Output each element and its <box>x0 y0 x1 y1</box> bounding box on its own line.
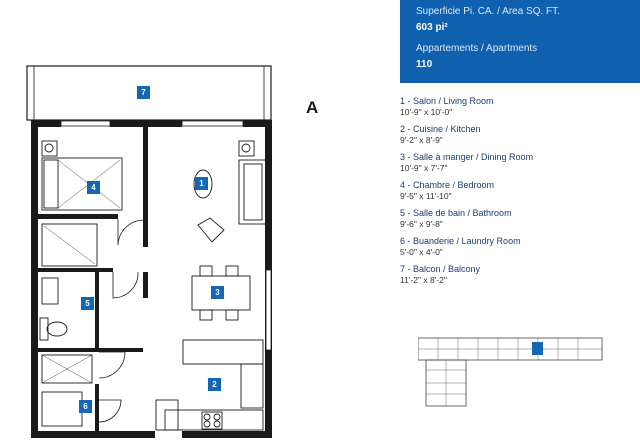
room-name: 1 - Salon / Living Room <box>400 96 494 106</box>
room-name: 4 - Chambre / Bedroom <box>400 180 495 190</box>
room-dimensions: 5'-0" x 4'-0" <box>400 247 443 257</box>
room-entry: 6 - Buanderie / Laundry Room 5'-0" x 4'-… <box>400 236 636 258</box>
room-name: 6 - Buanderie / Laundry Room <box>400 236 521 246</box>
bedroom-furniture <box>41 140 123 267</box>
room-tag-6: 6 <box>79 400 92 413</box>
room-name: 3 - Salle à manger / Dining Room <box>400 152 534 162</box>
room-tag-4: 4 <box>87 181 100 194</box>
room-dimensions: 10'-9" x 7'-7" <box>400 163 448 173</box>
room-entry: 7 - Balcon / Balcony 11'-2" x 8'-2" <box>400 264 636 286</box>
room-tag-3: 3 <box>211 286 224 299</box>
room-tag-7: 7 <box>137 86 150 99</box>
door-swings <box>98 219 144 423</box>
room-tag-1: 1 <box>195 177 208 190</box>
room-entry: 1 - Salon / Living Room 10'-9" x 10'-0" <box>400 96 636 118</box>
area-value: 603 pi² <box>416 22 448 33</box>
room-dimensions: 11'-2" x 8'-2" <box>400 275 447 285</box>
unit-info-box: Superficie Pi. CA. / Area SQ. FT. 603 pi… <box>400 0 640 83</box>
interior-walls <box>38 127 148 434</box>
room-list: 1 - Salon / Living Room 10'-9" x 10'-0" … <box>400 96 636 292</box>
living-furniture <box>193 140 267 243</box>
area-label: Superficie Pi. CA. / Area SQ. FT. <box>416 6 560 17</box>
room-name: 2 - Cuisine / Kitchen <box>400 124 481 134</box>
room-tag-2: 2 <box>208 378 221 391</box>
room-dimensions: 9'-2" x 8'-9" <box>400 135 443 145</box>
room-dimensions: 10'-9" x 10'-0" <box>400 107 453 117</box>
dining-furniture <box>191 265 251 321</box>
windows <box>60 120 272 351</box>
room-dimensions: 9'-6" x 9'-8" <box>400 219 443 229</box>
unit-location-marker <box>532 342 543 355</box>
room-entry: 3 - Salle à manger / Dining Room 10'-9" … <box>400 152 636 174</box>
unit-letter: A <box>306 98 319 117</box>
room-name: 5 - Salle de bain / Bathroom <box>400 208 512 218</box>
type-label: Appartements / Apartments <box>416 43 538 54</box>
key-plan <box>418 337 603 407</box>
kitchen-fixtures <box>155 339 264 431</box>
building-footprint <box>418 337 603 407</box>
room-entry: 5 - Salle de bain / Bathroom 9'-6" x 9'-… <box>400 208 636 230</box>
laundry-fixtures <box>41 391 83 427</box>
room-entry: 4 - Chambre / Bedroom 9'-5" x 11'-10" <box>400 180 636 202</box>
type-value: 110 <box>416 59 433 70</box>
room-tag-5: 5 <box>81 297 94 310</box>
room-dimensions: 9'-5" x 11'-10" <box>400 191 452 201</box>
bathroom-fixtures <box>39 277 93 384</box>
exterior-walls <box>31 120 272 438</box>
room-entry: 2 - Cuisine / Kitchen 9'-2" x 8'-9" <box>400 124 636 146</box>
room-name: 7 - Balcon / Balcony <box>400 264 481 274</box>
